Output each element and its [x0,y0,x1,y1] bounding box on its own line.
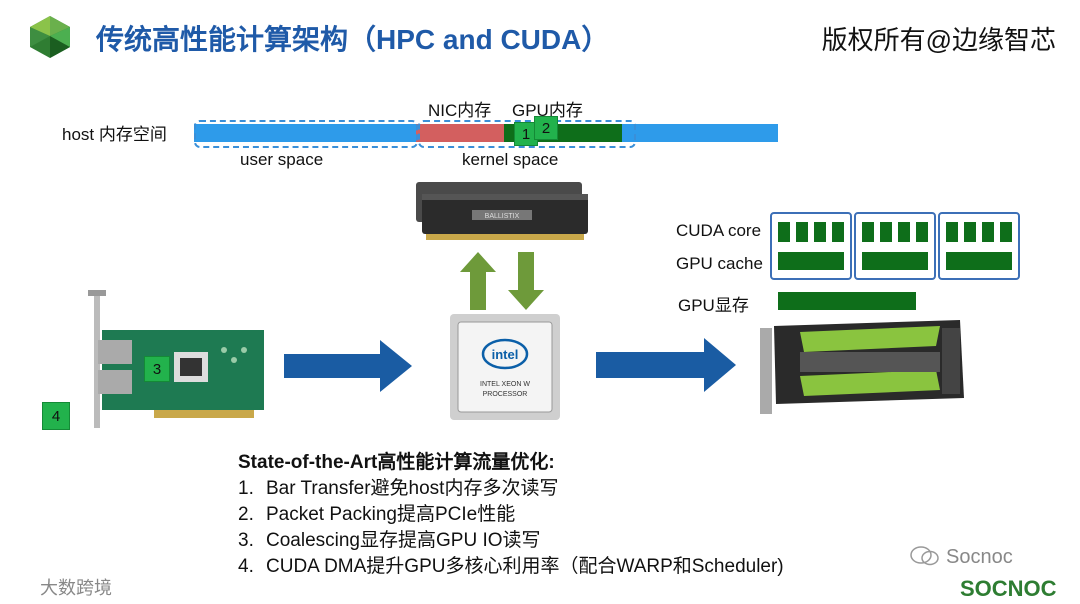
watermark-left: 大数跨境 [40,578,112,598]
user-space-label: user space [240,150,324,169]
cpu-brand-text: intel [492,347,519,362]
cuda-core-label: CUDA core [676,221,762,240]
sm-block-1 [770,212,852,280]
optimization-item-1: 1.Bar Transfer避免host内存多次读写 [238,478,559,499]
nic-to-cpu-arrow-icon [284,340,412,392]
cpu-memory-arrows-icon [460,252,544,310]
kernel-space-label: kernel space [462,150,559,169]
gpu-vram-label: GPU显存 [678,296,749,315]
optimization-item-3: 3.Coalescing显存提高GPU IO读写 [238,530,541,551]
watermark-socnoc: Socnoc [946,546,1013,568]
ram-brand-text: BALLISTIX [485,213,520,220]
gpu-vram-bar [778,292,916,310]
socnoc-logo-text: SOCNOC [960,576,1057,601]
page-title: 传统高性能计算架构（HPC and CUDA） [96,24,610,55]
sm-block-3 [938,212,1020,280]
cpu-line2-text: PROCESSOR [483,391,528,398]
nic-card-icon [88,290,264,428]
cpu-line1-text: INTEL XEON W [480,381,530,388]
tesla-gpu-card-icon [760,320,964,414]
host-memory-label: host 内存空间 [62,125,167,144]
optimization-item-2: 2.Packet Packing提高PCIe性能 [238,504,516,525]
sm-block-2 [854,212,936,280]
ram-module-icon: BALLISTIX [416,182,588,240]
marker-4: 4 [42,402,70,430]
optimization-heading: State-of-the-Art高性能计算流量优化: [238,452,555,473]
wechat-icon [910,545,940,567]
user-space-region [194,120,418,148]
kernel-space-region [418,120,636,148]
gpu-memory-label: GPU内存 [512,101,583,120]
marker-3: 3 [144,356,170,382]
cpu-to-gpu-arrow-icon [596,338,736,392]
optimization-list: State-of-the-Art高性能计算流量优化: 1.Bar Transfe… [238,450,784,580]
green-gem-logo-icon [30,16,70,58]
optimization-item-4: 4.CUDA DMA提升GPU多核心利用率（配合WARP和Scheduler) [238,556,784,577]
copyright-text: 版权所有@边缘智芯 [821,25,1056,55]
nic-memory-segment [416,124,504,142]
marker-2: 2 [534,116,558,140]
nic-memory-label: NIC内存 [428,101,492,120]
intel-cpu-icon: intel INTEL XEON W PROCESSOR [450,314,560,420]
gpu-cache-label: GPU cache [676,254,763,273]
